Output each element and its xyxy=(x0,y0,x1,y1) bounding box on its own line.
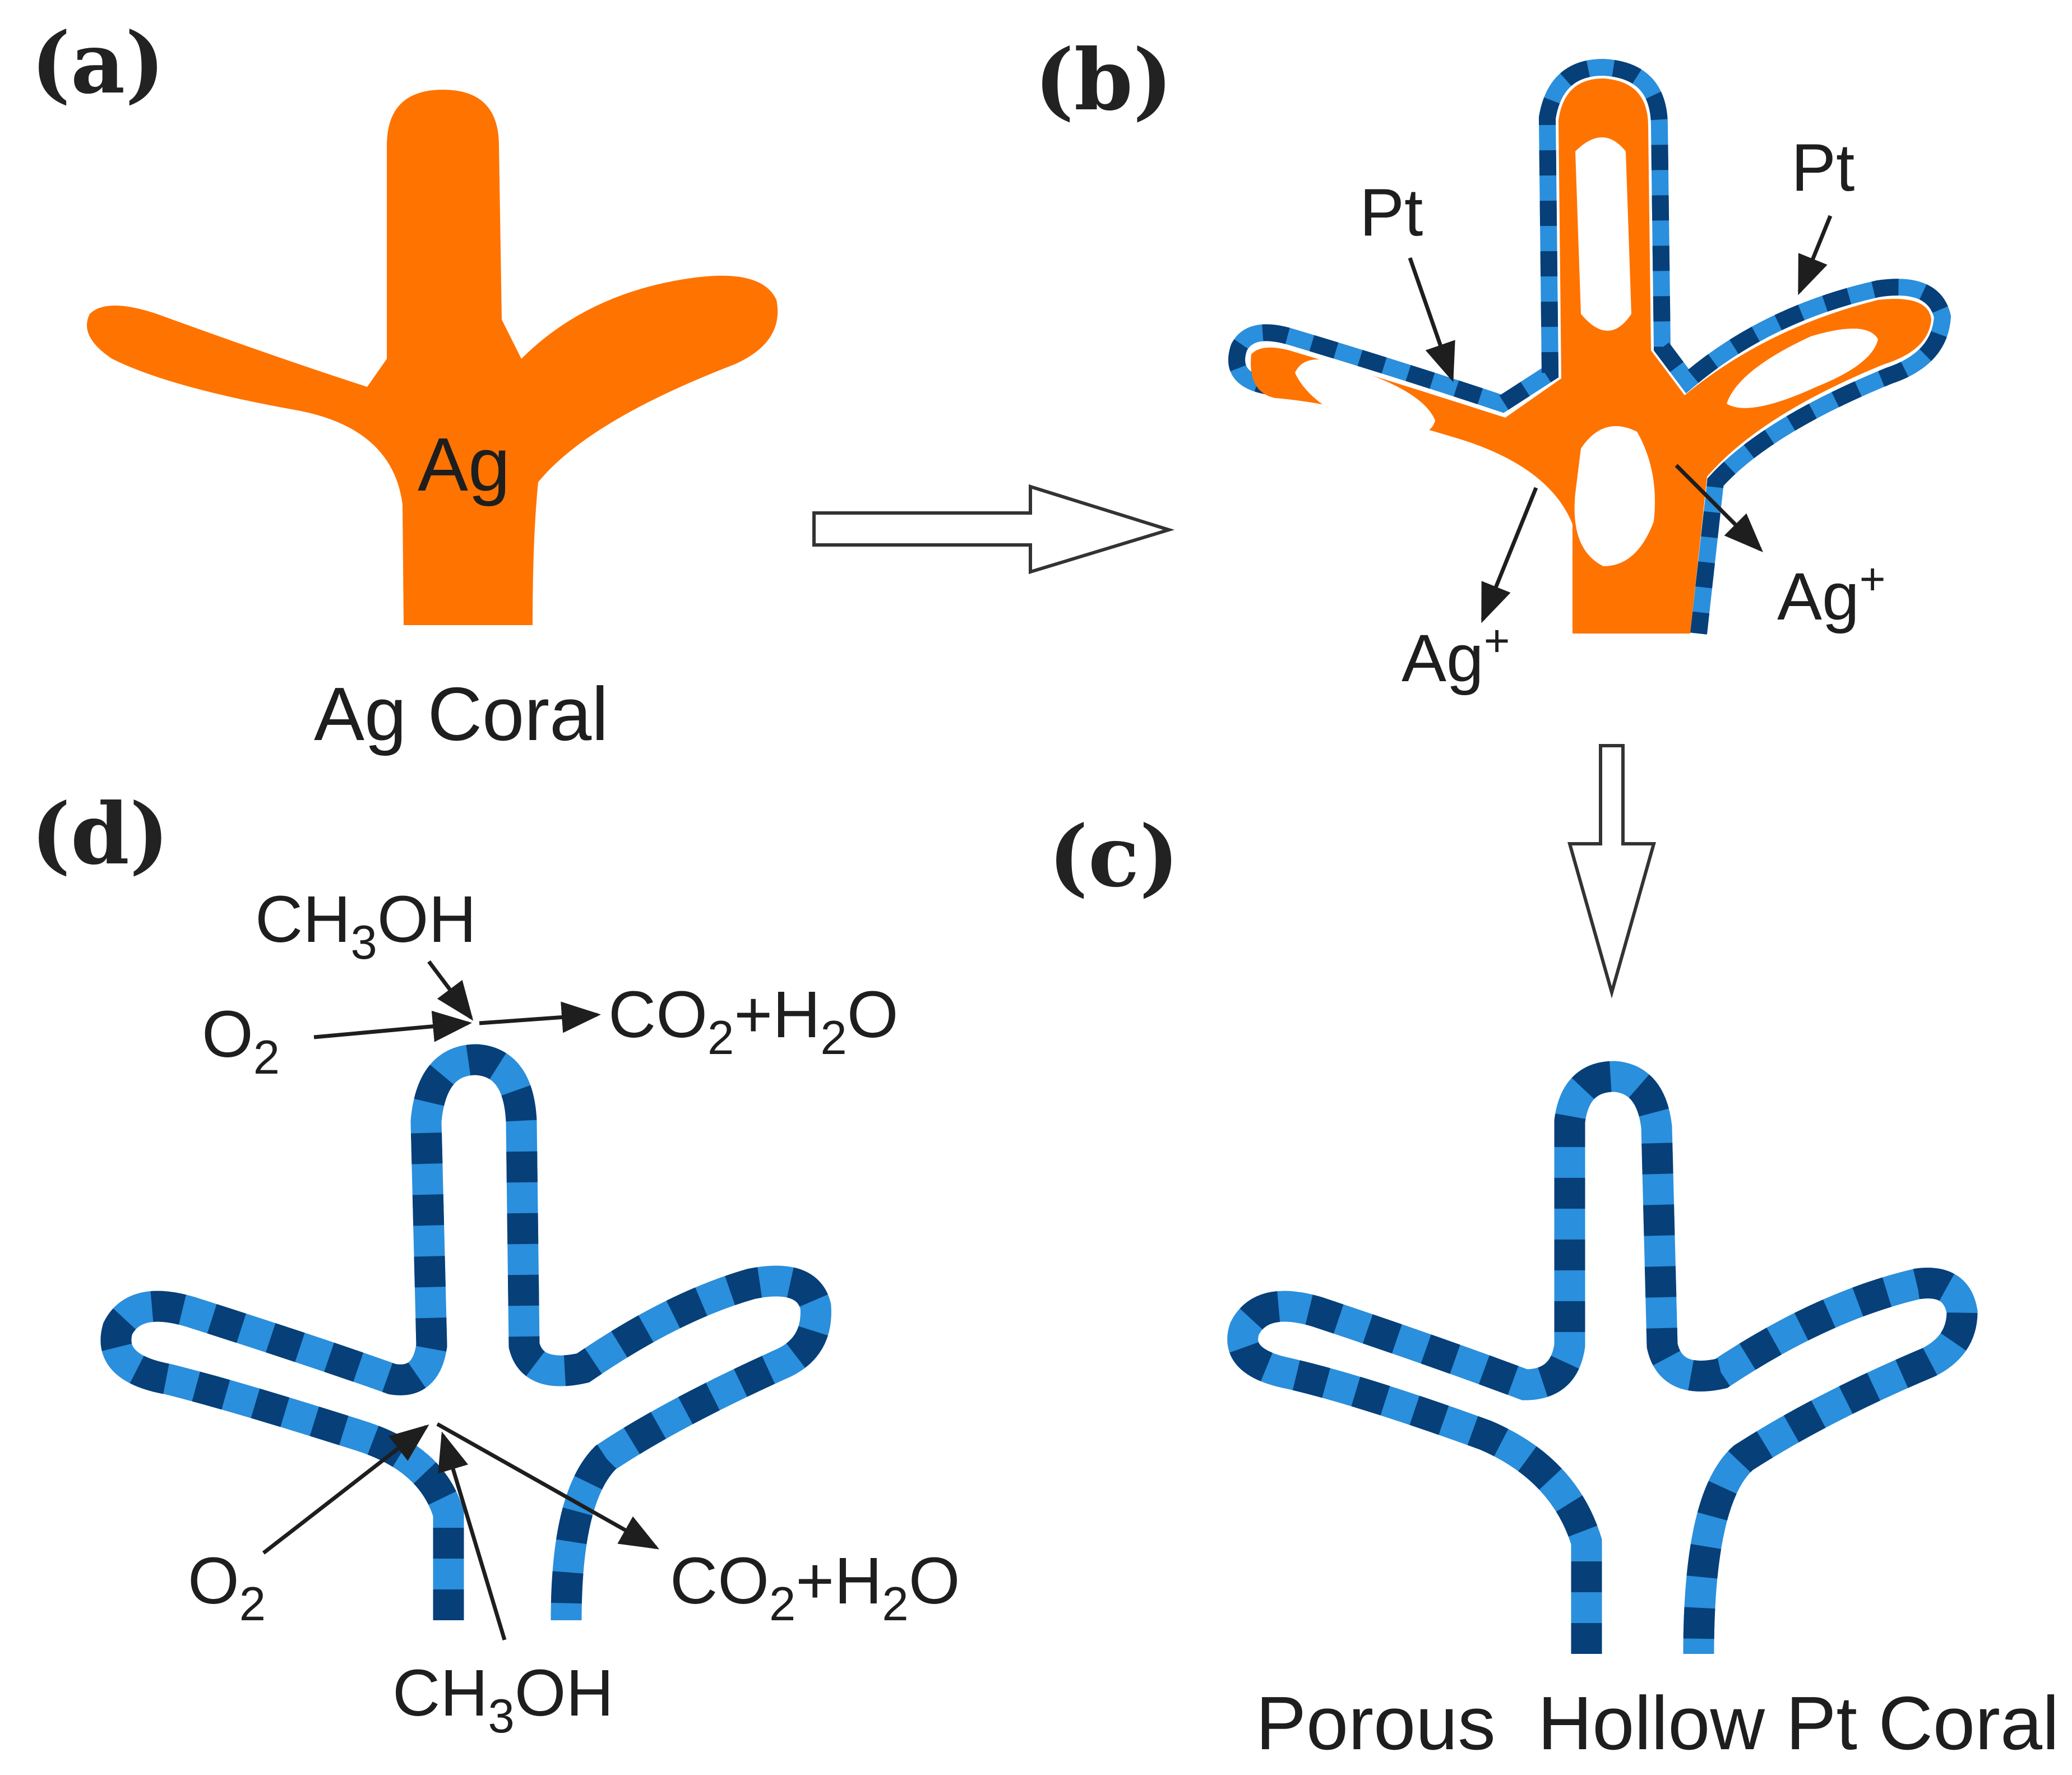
products-label-inner: CO2+H2O xyxy=(670,1544,960,1631)
void-left xyxy=(1295,359,1435,436)
methanol-label-top: CH3OH xyxy=(255,882,477,969)
void-top xyxy=(1575,137,1631,331)
panel-label-a: (a) xyxy=(31,14,165,113)
void-center xyxy=(1574,426,1655,566)
methanol-arrow-top xyxy=(427,960,474,1021)
pt-label-left: Pt xyxy=(1359,175,1423,250)
hollow-arrow-down xyxy=(1567,744,1656,999)
silver-element-label: Ag xyxy=(418,422,510,507)
silver-ion-right: Ag+ xyxy=(1777,554,1886,634)
product-arrow-inner xyxy=(436,1422,660,1550)
porous-hollow-pt-coral xyxy=(1227,1061,1978,1654)
void-right xyxy=(1727,329,1878,408)
pt-label-right: Pt xyxy=(1791,130,1854,205)
silver-coral-shape xyxy=(87,90,778,625)
methanol-arrow-inner xyxy=(438,1431,507,1641)
panel-label-c: (c) xyxy=(1048,807,1179,906)
oxygen-arrow-inner xyxy=(262,1424,429,1555)
panel-label-d: (d) xyxy=(31,785,169,884)
pt-pointer-left xyxy=(1408,257,1455,382)
oxygen-label-inner: O2 xyxy=(188,1544,266,1631)
methanol-label-inner: CH3OH xyxy=(392,1656,614,1743)
ion-arrow-right xyxy=(1675,464,1763,552)
porous-hollow-pt-coral-caption: Porous Hollow Pt Coral xyxy=(1256,1681,2059,1765)
pt-pointer-right xyxy=(1797,215,1833,295)
oxygen-label-top: O2 xyxy=(202,997,280,1084)
panel-label-b: (b) xyxy=(1034,31,1173,130)
ag-coral-caption: Ag Coral xyxy=(314,672,608,756)
oxygen-arrow-top xyxy=(313,1010,472,1042)
products-label-top: CO2+H2O xyxy=(608,978,899,1065)
hollow-arrow-right xyxy=(812,484,1175,575)
product-arrow-top xyxy=(479,1001,601,1033)
silver-ion-left: Ag+ xyxy=(1402,616,1510,696)
pt-coral-reaction-shape xyxy=(100,1044,831,1621)
ion-arrow-left xyxy=(1481,487,1538,623)
silver-core xyxy=(1251,78,1931,634)
